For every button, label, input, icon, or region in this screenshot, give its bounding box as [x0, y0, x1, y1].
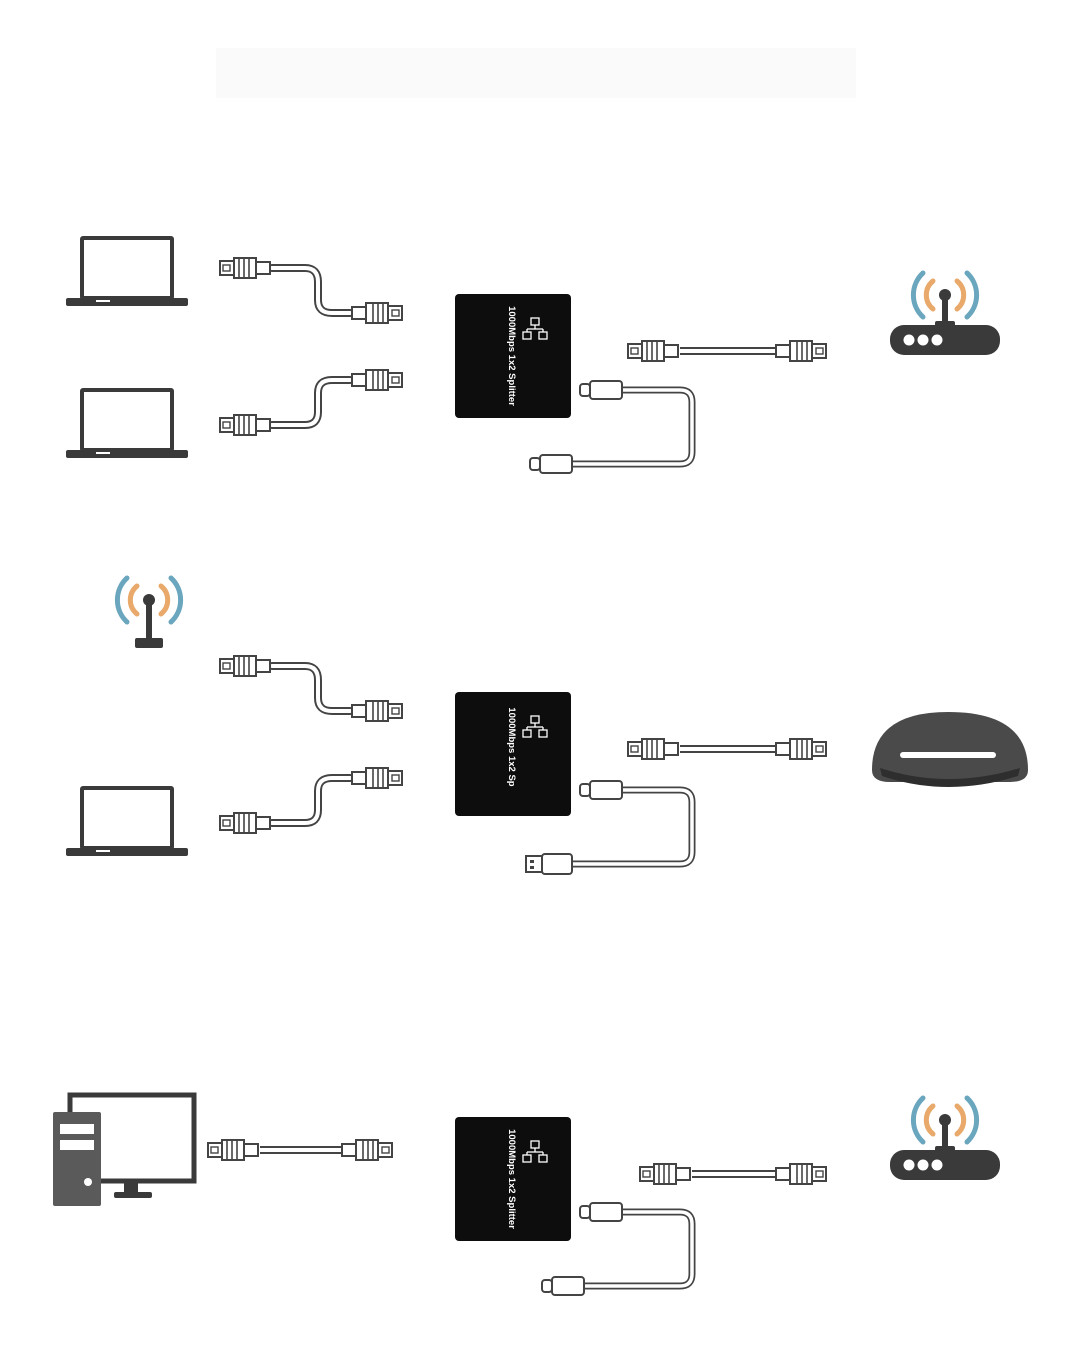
usb-power-cable	[529, 380, 696, 474]
laptop-icon	[66, 236, 188, 306]
splitter-box: 1000Mbps 1x2 Splitter	[454, 293, 572, 419]
scenario-laptops-to-router: 1000Mbps 1x2 Splitter	[66, 236, 1000, 474]
desktop-computer-icon	[53, 1092, 197, 1206]
usb-power-cable	[525, 780, 696, 875]
laptop-icon	[66, 388, 188, 458]
wifi-router-icon	[890, 1098, 1000, 1180]
top-banner	[216, 48, 856, 98]
splitter-label: 1000Mbps 1x2 Splitter	[506, 1129, 517, 1229]
ethernet-cable	[627, 738, 826, 760]
wifi-router-icon	[890, 273, 1000, 355]
ethernet-cable	[219, 768, 402, 834]
ethernet-cable	[219, 257, 402, 323]
splitter-label: 1000Mbps 1x2 Sp	[506, 707, 517, 786]
laptop-icon	[66, 786, 188, 856]
modem-icon	[872, 712, 1028, 787]
wifi-antenna-icon	[114, 575, 184, 648]
splitter-box: 1000Mbps 1x2 Sp	[454, 691, 572, 817]
ethernet-cable	[219, 370, 402, 436]
ethernet-cable	[219, 655, 402, 721]
usb-power-cable	[541, 1202, 696, 1296]
scenario-desktop-to-router: 1000Mbps 1x2 Splitter	[53, 1092, 1000, 1296]
splitter-label: 1000Mbps 1x2 Splitter	[506, 306, 517, 406]
splitter-box: 1000Mbps 1x2 Splitter	[454, 1116, 572, 1242]
ethernet-cable	[207, 1139, 392, 1161]
ethernet-cable	[639, 1163, 826, 1185]
scenario-wifi-laptop-to-modem: 1000Mbps 1x2 Sp	[66, 575, 1028, 875]
ethernet-cable	[627, 340, 826, 362]
